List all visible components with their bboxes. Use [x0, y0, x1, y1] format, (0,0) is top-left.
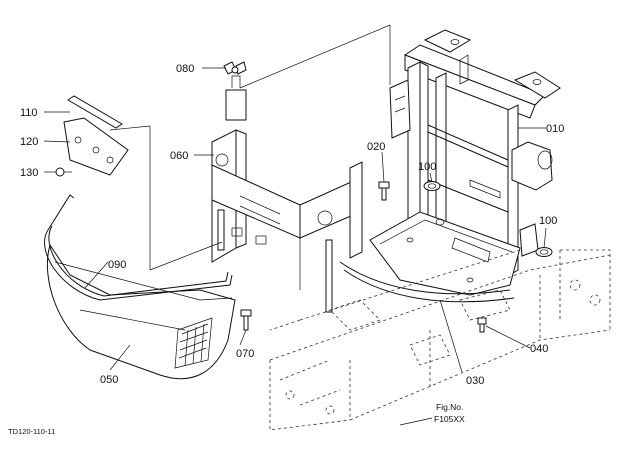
label-100-upper: 100	[418, 161, 436, 173]
label-030: 030	[466, 375, 484, 387]
label-070: 070	[236, 348, 254, 360]
bolt-070	[240, 309, 252, 331]
label-040: 040	[530, 343, 548, 355]
fig-no-label: Fig.No.	[436, 402, 463, 412]
grommet-100-upper	[423, 181, 441, 191]
chassis-lower	[269, 249, 611, 431]
emblem-110	[67, 95, 123, 129]
label-080: 080	[176, 63, 194, 75]
front-cover-050	[46, 243, 236, 380]
fig-no-value: F105XX	[434, 414, 465, 424]
label-010: 010	[546, 123, 564, 135]
label-110: 110	[20, 107, 38, 119]
label-100-lower: 100	[539, 215, 557, 227]
label-090: 090	[108, 259, 126, 271]
label-050: 050	[100, 374, 118, 386]
label-020: 020	[367, 141, 385, 153]
support-bar-030	[339, 261, 515, 303]
bolt-020	[378, 181, 390, 201]
screw-130	[55, 167, 72, 177]
main-frame-010	[369, 29, 561, 296]
plate-120	[63, 117, 129, 176]
bracket-060	[211, 75, 363, 313]
grommet-100-lower	[535, 247, 553, 257]
wing-nut-080	[223, 61, 247, 75]
label-060: 060	[170, 150, 188, 162]
drawing-code: TD120-110-11	[8, 427, 55, 436]
bolt-040	[477, 317, 487, 333]
leader-lines	[43, 24, 547, 426]
label-130: 130	[20, 167, 38, 179]
label-120: 120	[20, 136, 38, 148]
seal-strip-090	[44, 194, 233, 301]
grille-mesh	[174, 317, 213, 369]
